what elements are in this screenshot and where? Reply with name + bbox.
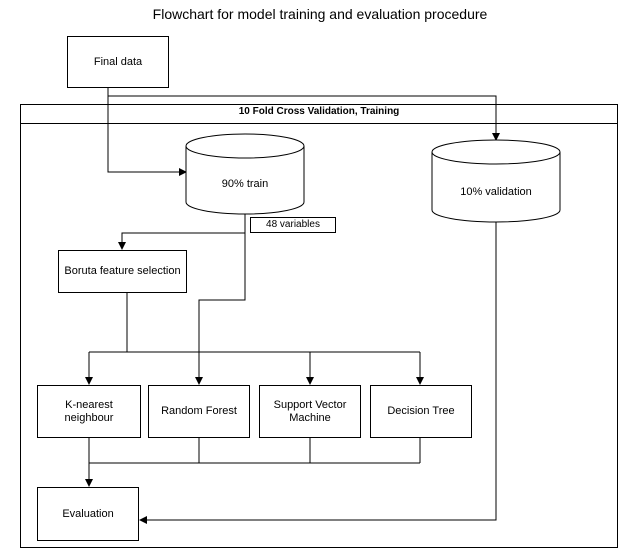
validation-cylinder [431, 139, 561, 223]
knn-node: K-nearest neighbour [37, 385, 141, 438]
edge-validation-to-evaluation [139, 222, 497, 524]
edge-train-to-boruta [118, 214, 246, 250]
train-label: 90% train [221, 178, 269, 190]
edge-train-to-rf [195, 233, 246, 385]
svm-node: Support Vector Machine [259, 385, 361, 438]
cross-validation-frame-title: 10 Fold Cross Validation, Training [20, 106, 618, 124]
validation-label: 10% validation [460, 186, 532, 198]
cross-validation-frame [20, 104, 618, 548]
diagram-title: Flowchart for model training and evaluat… [152, 6, 488, 22]
decision-tree-node: Decision Tree [370, 385, 472, 438]
edge-final-to-validation [108, 95, 500, 141]
edge-final-to-train [107, 88, 187, 176]
evaluation-node: Evaluation [37, 487, 139, 541]
boruta-node: Boruta feature selection [58, 250, 187, 293]
random-forest-node: Random Forest [148, 385, 250, 438]
variables-label: 48 variables [250, 217, 336, 233]
final-data-node: Final data [67, 36, 169, 88]
train-cylinder [185, 133, 305, 215]
